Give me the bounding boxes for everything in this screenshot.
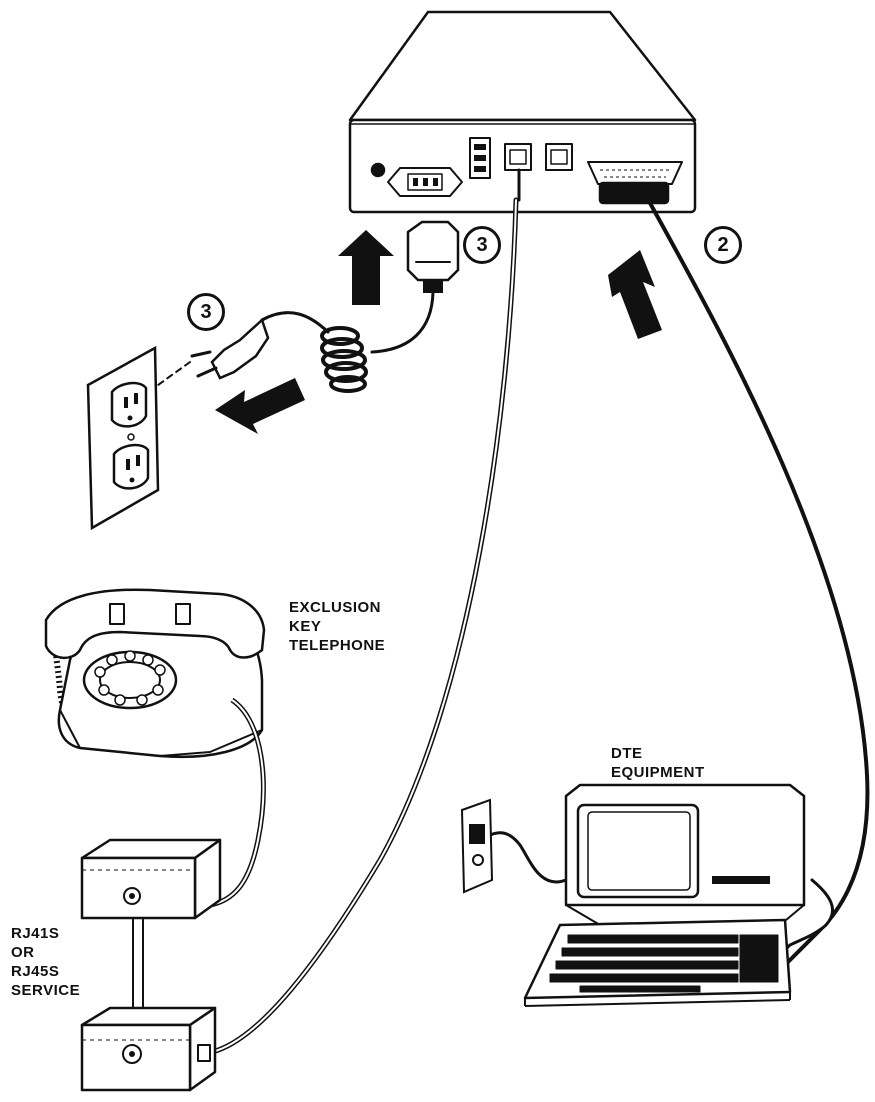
power-indicator-icon (370, 162, 386, 178)
jack-box-upper (80, 838, 222, 920)
telephone-line-cable (209, 168, 521, 1055)
jack-box-lower (80, 1006, 217, 1092)
dte-label: DTE EQUIPMENT (611, 744, 705, 782)
jack-connector-link (132, 917, 144, 1011)
service-label-line-4: SERVICE (11, 982, 81, 999)
telephone-label-line-3: TELEPHONE (289, 637, 386, 654)
telephone (44, 588, 266, 908)
step-badge-power-module: 3 (463, 226, 501, 264)
dte-terminal (487, 783, 806, 1007)
service-label-line-1: RJ41S (11, 925, 60, 942)
dte-label-line-2: EQUIPMENT (611, 764, 705, 781)
service-label: RJ41S OR RJ45S SERVICE (11, 924, 80, 1000)
power-socket (387, 167, 463, 197)
service-label-line-3: RJ45S (11, 963, 60, 980)
telephone-label: EXCLUSION KEY TELEPHONE (289, 598, 385, 655)
data-cable-plug (598, 181, 670, 205)
dte-label-line-1: DTE (611, 745, 643, 762)
telephone-label-line-2: KEY (289, 618, 322, 635)
dip-switch (469, 137, 491, 179)
service-label-line-2: OR (11, 944, 35, 961)
line-jack (504, 143, 532, 171)
modem-unit (348, 10, 697, 214)
step-badge-data-cable: 2 (704, 226, 742, 264)
db25-port (587, 161, 683, 185)
wall-outlet (86, 345, 160, 531)
power-cable (139, 220, 460, 399)
telephone-label-line-1: EXCLUSION (289, 599, 382, 616)
insert-arrows (215, 230, 662, 434)
terminal-outlet (460, 798, 494, 894)
step-badge-power-plug: 3 (187, 293, 225, 331)
phone-jack (545, 143, 573, 171)
